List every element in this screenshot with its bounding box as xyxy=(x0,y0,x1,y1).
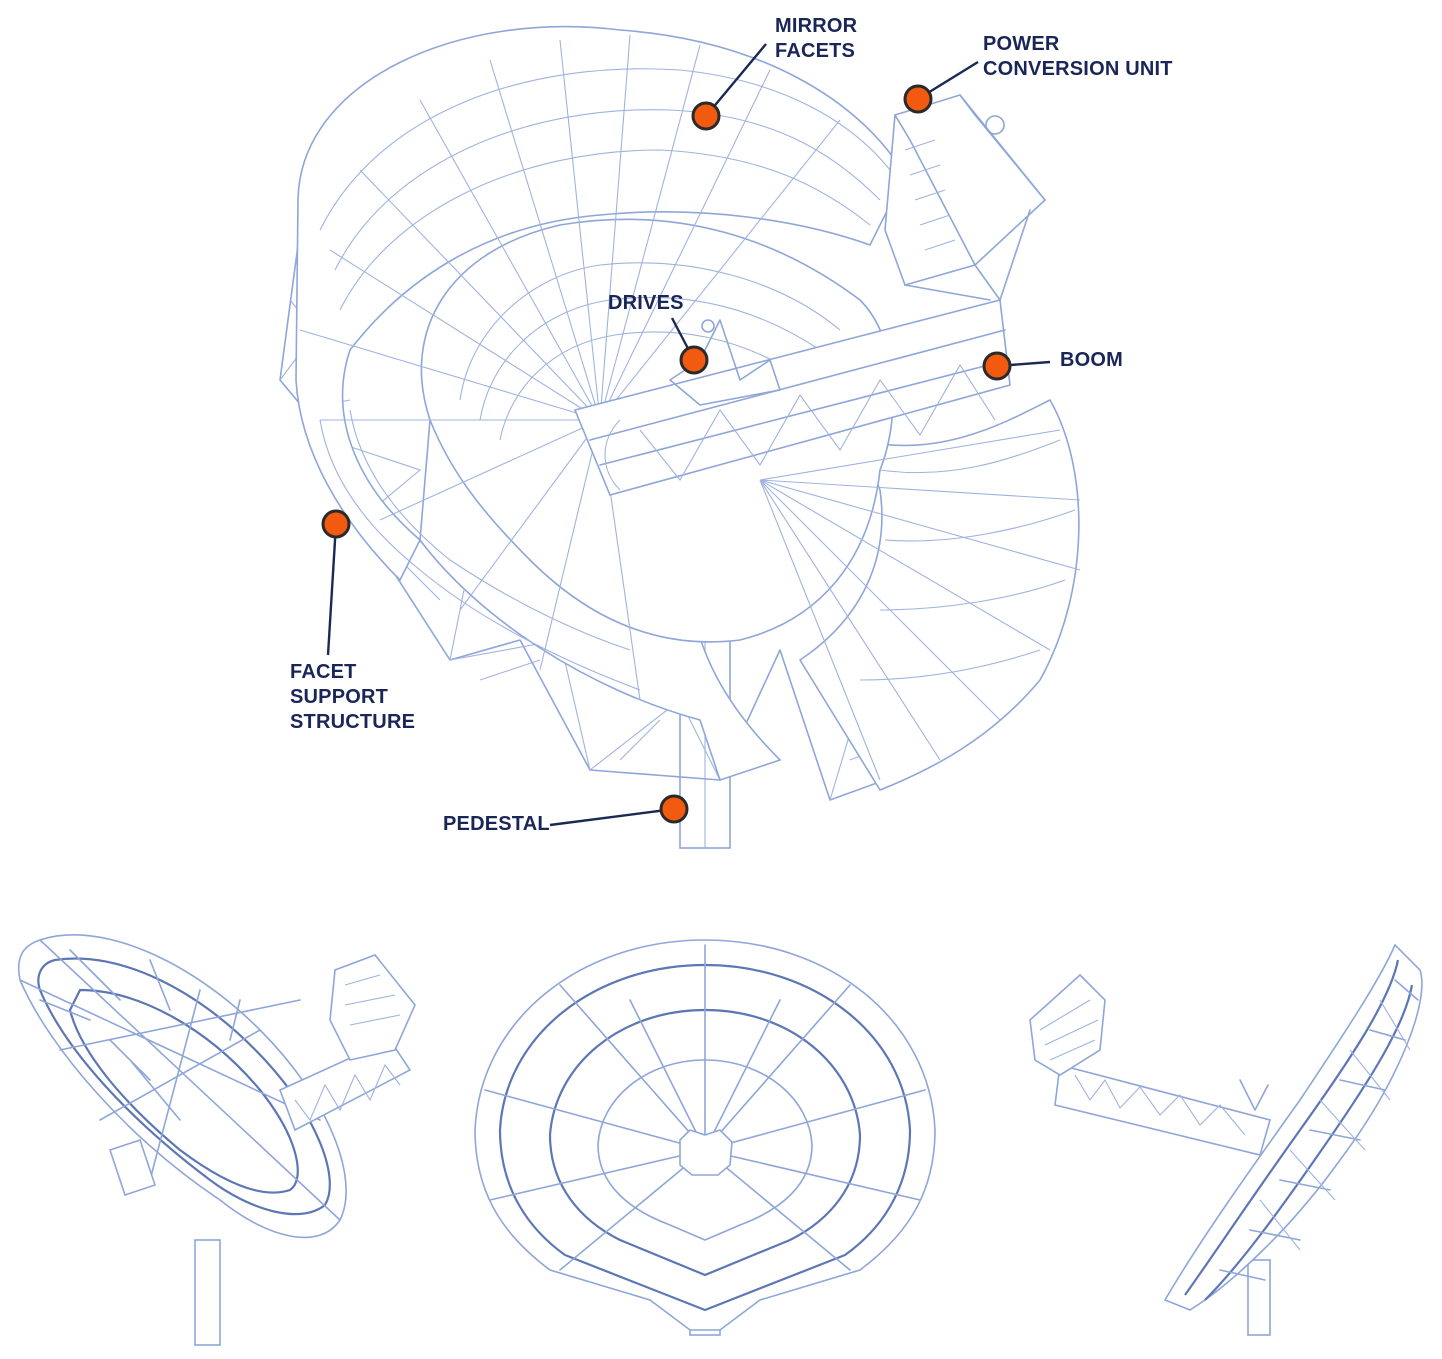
rear-view-center xyxy=(474,939,936,1336)
label-pedestal: PEDESTAL xyxy=(443,813,550,835)
rear-oblique-view-left xyxy=(18,934,416,1346)
callout-markers xyxy=(321,84,1012,824)
label-facet-support-structure: FACET SUPPORT STRUCTURE xyxy=(290,661,416,733)
boom xyxy=(573,298,1011,496)
label-mirror-facets: MIRROR FACETS xyxy=(775,15,858,62)
power-conversion-unit xyxy=(884,94,1047,301)
marker-boom xyxy=(982,351,1012,381)
main-dish-view xyxy=(279,25,1081,849)
label-power-conversion-unit: POWER CONVERSION UNIT xyxy=(983,33,1173,80)
side-view-right xyxy=(1029,943,1423,1336)
marker-drives xyxy=(679,345,709,375)
leader-pedestal xyxy=(549,807,675,827)
leader-facet-support xyxy=(326,523,338,656)
marker-power-conversion-unit xyxy=(903,84,933,114)
marker-pedestal xyxy=(659,794,689,824)
label-boom: BOOM xyxy=(1060,349,1124,371)
marker-mirror-facets xyxy=(691,101,721,131)
label-drives: DRIVES xyxy=(608,292,684,314)
leader-mirror-facets xyxy=(705,43,767,117)
marker-facet-support-structure xyxy=(321,509,351,539)
